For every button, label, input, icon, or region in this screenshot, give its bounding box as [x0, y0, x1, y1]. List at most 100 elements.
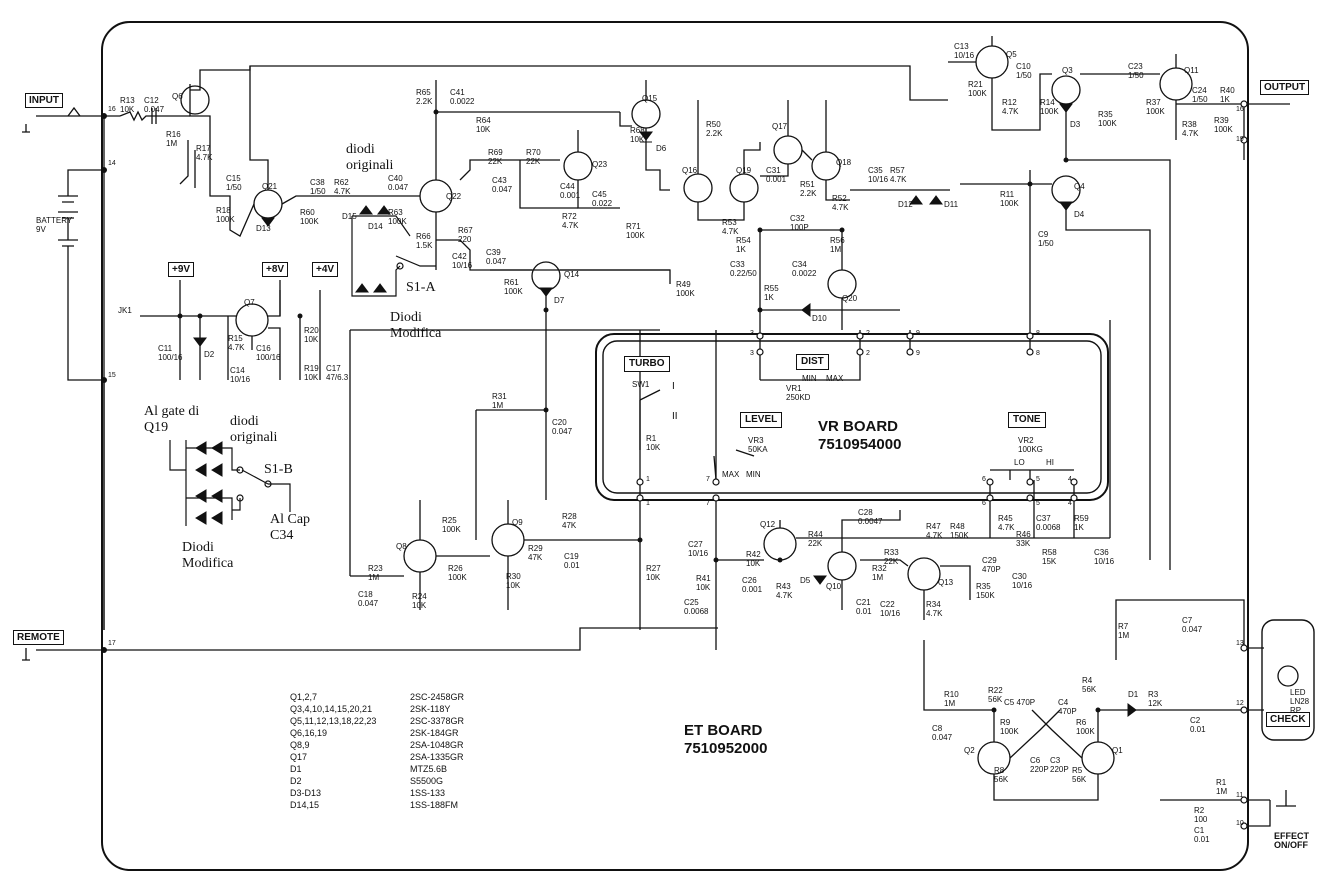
- d13-symbol: [261, 217, 275, 227]
- legend-value: 2SK-184GR: [410, 728, 459, 738]
- component-label: C12 0.047: [144, 96, 165, 114]
- vr-board-outline-inner: [602, 340, 1102, 494]
- sw1-label: SW1: [632, 380, 650, 389]
- component-label: C36 10/16: [1094, 548, 1115, 566]
- component-label: C40 0.047: [388, 174, 409, 192]
- component-label: R71 100K: [626, 222, 645, 240]
- et-board-outline: [101, 21, 1249, 871]
- component-label: Q3: [1062, 66, 1073, 75]
- node-number: 5: [1036, 476, 1040, 483]
- node-number: 6: [982, 500, 986, 507]
- component-label: R35 100K: [1098, 110, 1117, 128]
- component-label: R11 100K: [1000, 190, 1019, 208]
- diodi-originali-1-note: diodi originali: [346, 142, 394, 173]
- sw-pos-1-label: I: [672, 381, 675, 392]
- component-label: D2: [204, 350, 215, 359]
- vr2-hi-label: HI: [1046, 458, 1054, 467]
- component-label: Q10: [826, 582, 842, 591]
- d1-symbol: [1127, 703, 1137, 717]
- node-number: 7: [706, 476, 710, 483]
- component-label: R72 4.7K: [562, 212, 579, 230]
- component-label: C14 10/16: [230, 366, 251, 384]
- legend-value: S5500G: [410, 776, 444, 786]
- component-label: C30 10/16: [1012, 572, 1033, 590]
- component-label: C45 0.022: [592, 190, 613, 208]
- component-label: C16 100/16: [256, 344, 281, 362]
- rail-8v-label: +8V: [262, 262, 289, 277]
- node-number: 8: [1036, 330, 1040, 337]
- component-label: C17 47/6.3: [326, 364, 349, 382]
- component-label: D10: [812, 314, 827, 323]
- component-label: R4 56K: [1082, 676, 1097, 694]
- component-label: Q5: [1006, 50, 1017, 59]
- component-label: C18 0.047: [358, 590, 379, 608]
- node-number: 1: [646, 500, 650, 507]
- component-label: R28 47K: [562, 512, 577, 530]
- rail-9v-label: +9V: [168, 262, 195, 277]
- dist-label: DIST: [796, 354, 829, 370]
- component-label: Q15: [642, 94, 658, 103]
- diodi-modifica-2-note: Diodi Modifica: [182, 540, 234, 571]
- component-label: R2 100: [1194, 806, 1208, 824]
- component-label: C39 0.047: [486, 248, 507, 266]
- component-label: R17 4.7K: [196, 144, 213, 162]
- output-terminal-label: OUTPUT: [1260, 80, 1310, 95]
- component-label: Q11: [1184, 66, 1199, 75]
- diodi-originali-2-note: diodi originali: [230, 414, 278, 445]
- component-label: R6 100K: [1076, 718, 1095, 736]
- diodi-originali-2-symbol: [195, 441, 223, 477]
- component-label: C19 0.01: [564, 552, 580, 570]
- component-label: R18 100K: [216, 206, 235, 224]
- et-board-code: 7510952000: [684, 740, 768, 757]
- node-number: 1: [646, 476, 650, 483]
- component-label: C24 1/50: [1192, 86, 1208, 104]
- component-label: R59 1K: [1074, 514, 1089, 532]
- legend-value: 2SA-1335GR: [410, 752, 464, 762]
- component-label: C27 10/16: [688, 540, 709, 558]
- component-label: R33 22K: [884, 548, 899, 566]
- component-label: C7 0.047: [1182, 616, 1203, 634]
- d7-symbol: [539, 287, 553, 297]
- component-label: C33 0.22/50: [730, 260, 757, 278]
- node-number: 2: [866, 350, 870, 357]
- component-label: Q8: [396, 542, 407, 551]
- component-label: D7: [554, 296, 565, 305]
- vr2-lo-label: LO: [1014, 458, 1025, 467]
- component-label: Q19: [736, 166, 752, 175]
- component-label: Q13: [938, 578, 954, 587]
- component-label: C26 0.001: [742, 576, 763, 594]
- component-label: R45 4.7K: [998, 514, 1015, 532]
- component-label: R56 1M: [830, 236, 845, 254]
- component-label: Q17: [772, 122, 788, 131]
- remote-terminal-label: REMOTE: [13, 630, 64, 645]
- node-number: 19: [1236, 136, 1244, 143]
- vr3-min-label: MIN: [746, 470, 761, 479]
- d6-symbol: [639, 131, 653, 143]
- component-label: R41 10K: [696, 574, 711, 592]
- s1a-note: S1-A: [406, 280, 436, 295]
- component-label: C35 10/16: [868, 166, 889, 184]
- component-label: R35 150K: [976, 582, 995, 600]
- node-number: 16: [1236, 106, 1244, 113]
- component-label: Q23: [592, 160, 608, 169]
- component-label: Q1: [1112, 746, 1123, 755]
- component-label: R32 1M: [872, 564, 887, 582]
- component-label: R43 4.7K: [776, 582, 793, 600]
- component-label: R61 100K: [504, 278, 523, 296]
- component-label: R29 47K: [528, 544, 543, 562]
- component-label: C25 0.0068: [684, 598, 709, 616]
- component-label: D4: [1074, 210, 1085, 219]
- diodi-modifica-1-note: Diodi Modifica: [390, 310, 442, 341]
- component-label: C15 1/50: [226, 174, 242, 192]
- component-label: C44 0.001: [560, 182, 581, 200]
- component-label: D6: [656, 144, 667, 153]
- component-label: R25 100K: [442, 516, 461, 534]
- legend-parts: Q6,16,19: [290, 728, 328, 738]
- legend-parts: Q1,2,7: [290, 692, 318, 702]
- component-label: C20 0.047: [552, 418, 573, 436]
- vr1-label: VR1 250KD: [786, 384, 811, 402]
- component-label: Q20: [842, 294, 858, 303]
- diodi-modifica-1-symbol: [355, 283, 387, 293]
- component-label: R10 1M: [944, 690, 959, 708]
- component-label: C43 0.047: [492, 176, 513, 194]
